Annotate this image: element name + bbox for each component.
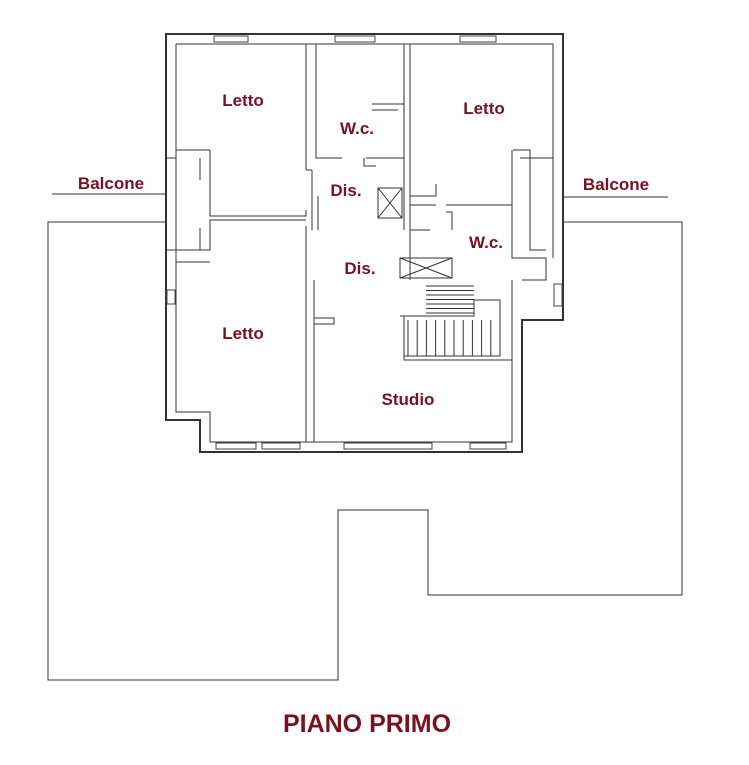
room-label-dis-upper: Dis. [330, 181, 361, 200]
balcone-leader-lines [52, 193, 668, 198]
room-label-dis-lower: Dis. [344, 259, 375, 278]
room-label-letto-top-left: Letto [222, 91, 264, 110]
windows [166, 35, 563, 450]
room-label-letto-bottom-left: Letto [222, 324, 264, 343]
room-labels: Letto W.c. Letto Balcone Balcone Dis. W.… [78, 91, 649, 409]
room-label-balcone-left: Balcone [78, 174, 144, 193]
room-label-letto-top-right: Letto [463, 99, 505, 118]
room-label-wc-top: W.c. [340, 119, 374, 138]
interior-walls [166, 44, 554, 442]
stair-treads [407, 285, 492, 356]
room-label-studio: Studio [382, 390, 435, 409]
room-label-wc-right: W.c. [469, 233, 503, 252]
terrace-outline [47, 221, 683, 681]
page-title: PIANO PRIMO [283, 710, 451, 738]
room-label-balcone-right: Balcone [583, 175, 649, 194]
